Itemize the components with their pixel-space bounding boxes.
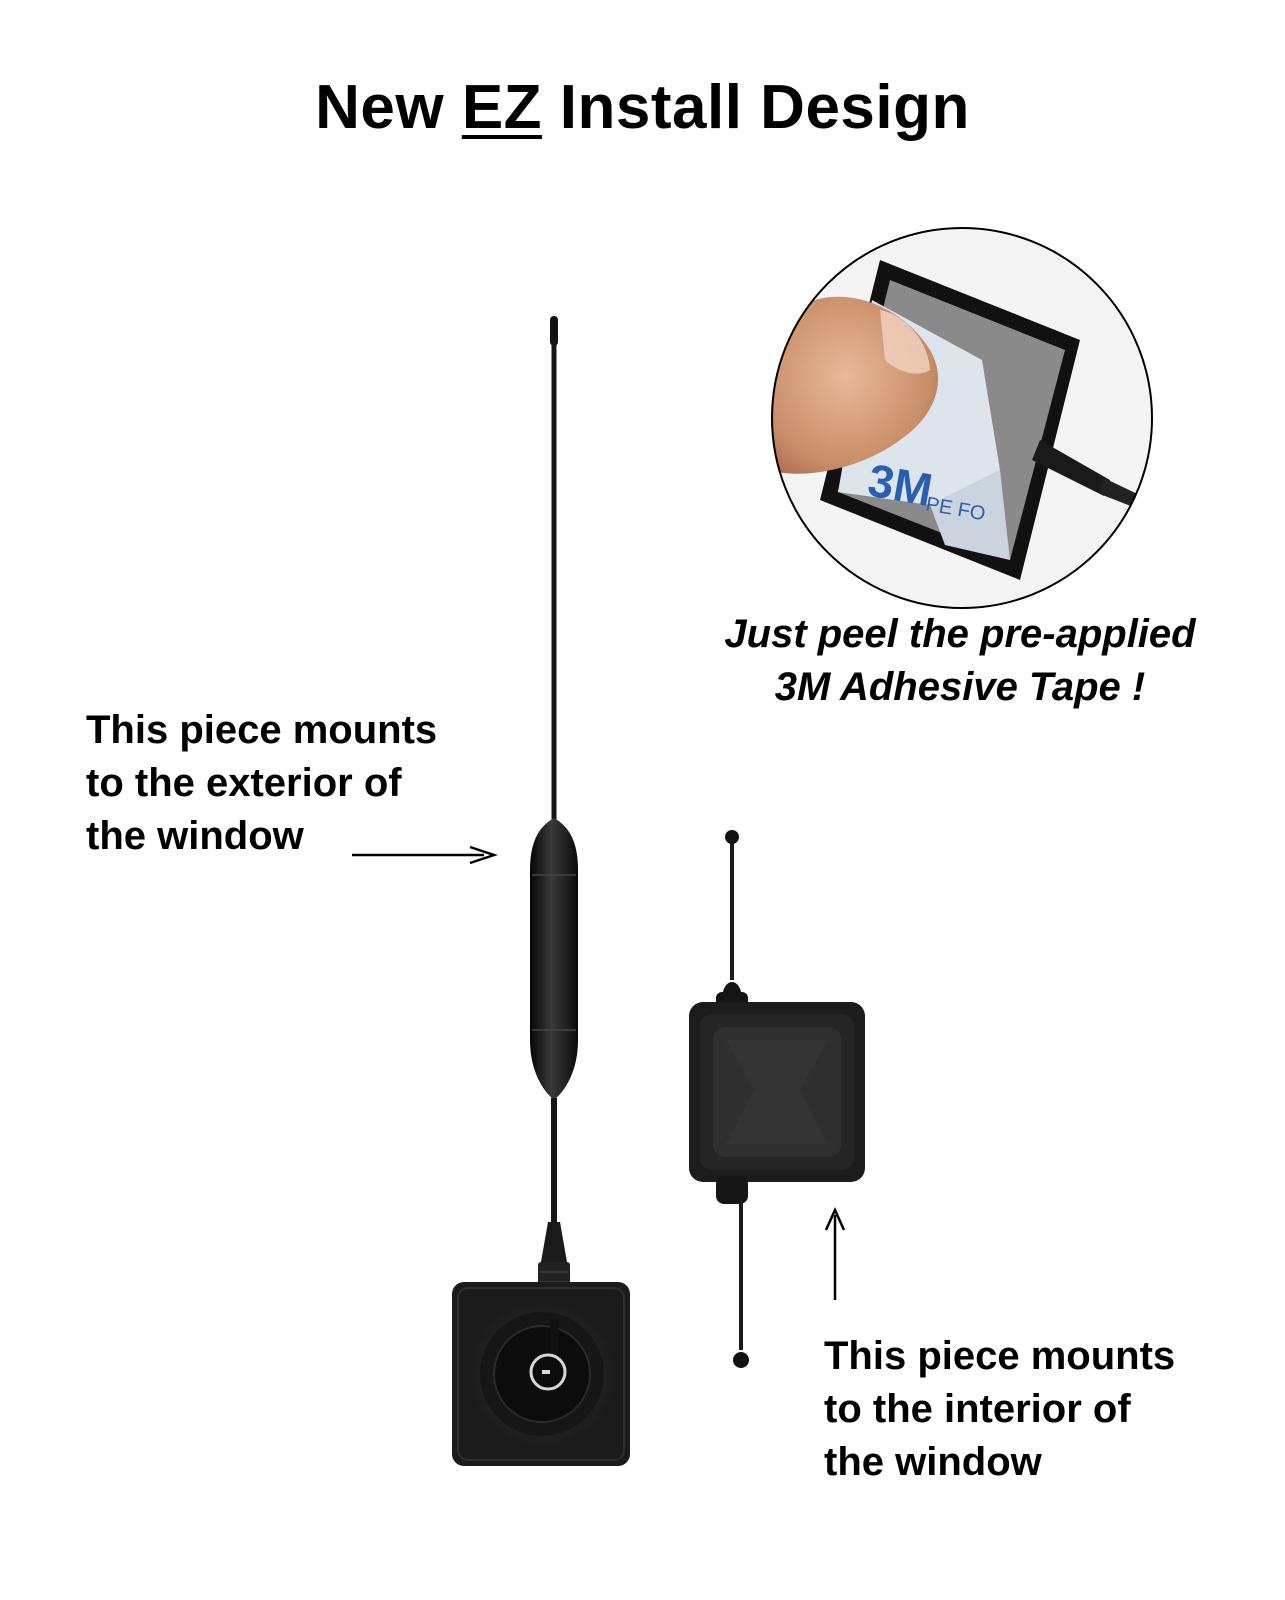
interior-caption-line-3: the window: [824, 1440, 1042, 1484]
title-emphasis: EZ: [461, 73, 543, 142]
tape-closeup-inset: 3M PE FO: [771, 227, 1153, 609]
exterior-antenna: [452, 316, 630, 1466]
tape-caption-line-1: Just peel the pre-applied: [724, 612, 1196, 656]
exterior-caption-line-1: This piece mounts: [86, 708, 438, 752]
page-title: New EZ Install Design: [0, 72, 1285, 143]
tape-caption: Just peel the pre-applied 3M Adhesive Ta…: [690, 608, 1230, 714]
interior-antenna: [689, 830, 865, 1368]
title-prefix: New: [315, 73, 445, 142]
exterior-caption: This piece mounts to the exterior of the…: [86, 704, 506, 863]
exterior-caption-line-2: to the exterior of: [86, 761, 402, 805]
interior-arrow: [824, 1206, 846, 1300]
exterior-arrow: [352, 845, 498, 865]
tape-caption-line-2: 3M Adhesive Tape !: [774, 665, 1146, 709]
interior-caption: This piece mounts to the interior of the…: [824, 1330, 1244, 1489]
title-suffix: Install Design: [559, 73, 970, 142]
interior-caption-line-1: This piece mounts: [824, 1334, 1176, 1378]
interior-caption-line-2: to the interior of: [824, 1387, 1131, 1431]
exterior-caption-line-3: the window: [86, 814, 304, 858]
tape-logo: 3M: [864, 454, 936, 516]
